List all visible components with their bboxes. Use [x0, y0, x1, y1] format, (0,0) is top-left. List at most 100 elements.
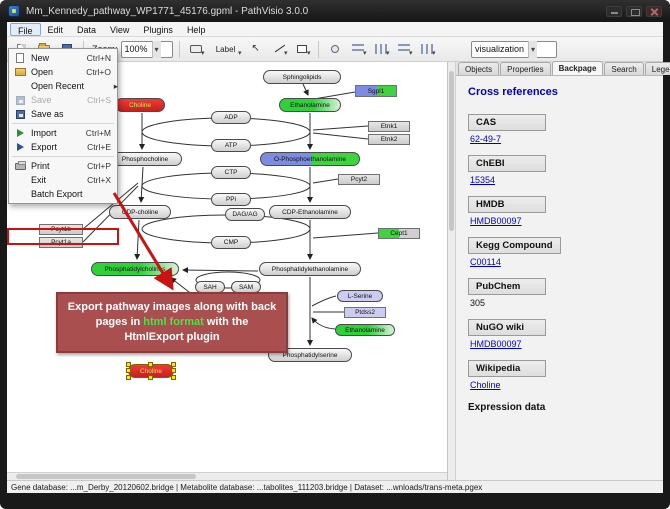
- xref-link[interactable]: 62-49-7: [470, 134, 502, 144]
- datanode-tool-button[interactable]: [186, 40, 206, 59]
- tab-search[interactable]: Search: [604, 62, 644, 75]
- selection-handle[interactable]: [126, 368, 131, 373]
- xref-link[interactable]: HMDB00097: [470, 216, 522, 226]
- metabolite-node-phosphatidylserine[interactable]: Phosphatidylserine: [268, 348, 352, 362]
- rectangle-icon: [296, 45, 307, 53]
- toolbar: Zoom: 100% Label ↖ visualization: [7, 37, 663, 62]
- scrollbar-thumb[interactable]: [449, 71, 454, 231]
- gene-node-cept1[interactable]: Cept1: [378, 228, 420, 239]
- menu-help[interactable]: Help: [186, 24, 206, 35]
- zoom-combobox[interactable]: 100%: [120, 40, 173, 58]
- gene-node-ptdss2[interactable]: Ptdss2: [344, 307, 386, 318]
- metabolite-node-adp[interactable]: ADP: [211, 111, 251, 124]
- menu-data[interactable]: Data: [77, 24, 97, 35]
- xref-source-name: HMDB: [468, 196, 546, 213]
- selection-handle[interactable]: [126, 362, 131, 367]
- metabolite-node-ppi[interactable]: PPi: [211, 193, 251, 206]
- vertical-scrollbar[interactable]: [448, 62, 456, 480]
- xref-link[interactable]: C00114: [470, 257, 501, 267]
- gene-node-etnk1[interactable]: Etnk1: [368, 121, 410, 132]
- visualization-combobox[interactable]: visualization: [471, 40, 557, 58]
- tab-properties[interactable]: Properties: [500, 62, 551, 75]
- selection-handle[interactable]: [171, 362, 176, 367]
- file-menu-item-save-as[interactable]: Save as: [9, 107, 117, 121]
- menu-file[interactable]: File: [10, 22, 41, 36]
- window-controls: [606, 5, 662, 17]
- xref-source-name: CAS: [468, 114, 546, 131]
- distribute-button[interactable]: [394, 40, 414, 59]
- gene-node-etnk2[interactable]: Etnk2: [368, 134, 410, 145]
- scrollbar-thumb[interactable]: [16, 474, 196, 479]
- metabolite-node-cdp-ethanolamine[interactable]: CDP-Ethanolamine: [269, 205, 351, 219]
- cross-references-heading: Cross references: [468, 86, 558, 98]
- metabolite-node-ethanolamine[interactable]: Ethanolamine: [279, 98, 341, 112]
- xref-source-name: ChEBI: [468, 155, 546, 172]
- submenu-arrow-icon: ▸: [113, 80, 119, 91]
- client-area: File Edit Data View Plugins Help Zoom: 100% L…: [7, 22, 670, 493]
- metabolite-node-phosphatidylethanolamine[interactable]: Phosphatidylethanolamine: [259, 262, 361, 276]
- import-icon-cell: [13, 129, 27, 137]
- metabolite-node-atp[interactable]: ATP: [211, 139, 251, 152]
- menu-edit[interactable]: Edit: [47, 24, 64, 35]
- anchor-tool-button[interactable]: [325, 40, 345, 59]
- file-menu-item-batch-export[interactable]: Batch Export: [9, 187, 117, 201]
- minimize-icon[interactable]: [606, 5, 622, 17]
- align-vertical-button[interactable]: [371, 40, 391, 59]
- saveas-icon: [15, 109, 25, 119]
- gene-node-pcyt2[interactable]: Pcyt2: [338, 174, 380, 185]
- menu-plugins[interactable]: Plugins: [143, 24, 173, 35]
- close-icon[interactable]: [646, 5, 662, 17]
- xref-link[interactable]: HMDB00097: [470, 339, 522, 349]
- file-menu-item-open-recent[interactable]: Open Recent▸: [9, 79, 119, 93]
- selection-handle[interactable]: [171, 368, 176, 373]
- metabolite-node-phosphatidylcholines[interactable]: Phosphatidylcholines: [91, 262, 179, 276]
- tab-backpage[interactable]: Backpage: [551, 61, 604, 75]
- maximize-icon[interactable]: [626, 5, 642, 17]
- xref-source-name: NuGO wiki: [468, 319, 546, 336]
- metabolite-node-choline[interactable]: Choline: [126, 362, 176, 380]
- save-icon-cell: [13, 95, 27, 105]
- metabolite-node-o-phosphoethanolamine[interactable]: O-Phosphoethanolamine: [260, 152, 360, 166]
- xref-link[interactable]: 15354: [470, 175, 496, 185]
- metabolite-node-sam[interactable]: SAM: [231, 281, 261, 293]
- line-tool-button[interactable]: [269, 40, 289, 59]
- selection-handle[interactable]: [171, 375, 176, 380]
- tab-objects[interactable]: Objects: [458, 62, 500, 75]
- gene-node-pcyt1a[interactable]: Pcyt1a: [39, 237, 83, 248]
- selection-handle[interactable]: [148, 362, 153, 367]
- xref-link[interactable]: Choline: [470, 380, 501, 390]
- shape-tool-button[interactable]: [292, 40, 312, 59]
- selection-handle[interactable]: [126, 375, 131, 380]
- metabolite-node-choline[interactable]: Choline: [115, 98, 165, 112]
- menubar: File Edit Data View Plugins Help: [7, 22, 663, 37]
- metabolite-node-phosphocholine[interactable]: Phosphocholine: [108, 152, 182, 166]
- metabolite-node-ctp[interactable]: CTP: [211, 166, 251, 179]
- align-horizontal-button[interactable]: [348, 40, 368, 59]
- stack-button[interactable]: [417, 40, 437, 59]
- metabolite-node-cmp[interactable]: CMP: [211, 236, 251, 249]
- gene-node-sgpl1[interactable]: Sgpl1: [355, 85, 397, 97]
- selection-tool-button[interactable]: ↖: [246, 40, 266, 59]
- menu-view[interactable]: View: [110, 24, 130, 35]
- metabolite-node-l-serine[interactable]: L-Serine: [337, 290, 383, 302]
- horizontal-scrollbar[interactable]: [7, 472, 447, 480]
- saveas-icon-cell: [13, 109, 27, 119]
- selection-handle[interactable]: [148, 375, 153, 380]
- tab-legend[interactable]: Legend: [644, 62, 670, 75]
- pathvisio-app-icon: [8, 5, 20, 17]
- metabolite-node-dag-ag[interactable]: DAG/AG: [225, 208, 265, 221]
- metabolite-node-ethanolamine[interactable]: Ethanolamine: [335, 324, 395, 336]
- metabolite-node-cdp-choline[interactable]: CDP-choline: [109, 205, 171, 219]
- label-tool-button[interactable]: Label: [209, 40, 243, 59]
- metabolite-node-sphingolipids[interactable]: Sphingolipids: [263, 70, 341, 84]
- titlebar[interactable]: Mm_Kennedy_pathway_WP1771_45176.gpml - P…: [0, 0, 670, 22]
